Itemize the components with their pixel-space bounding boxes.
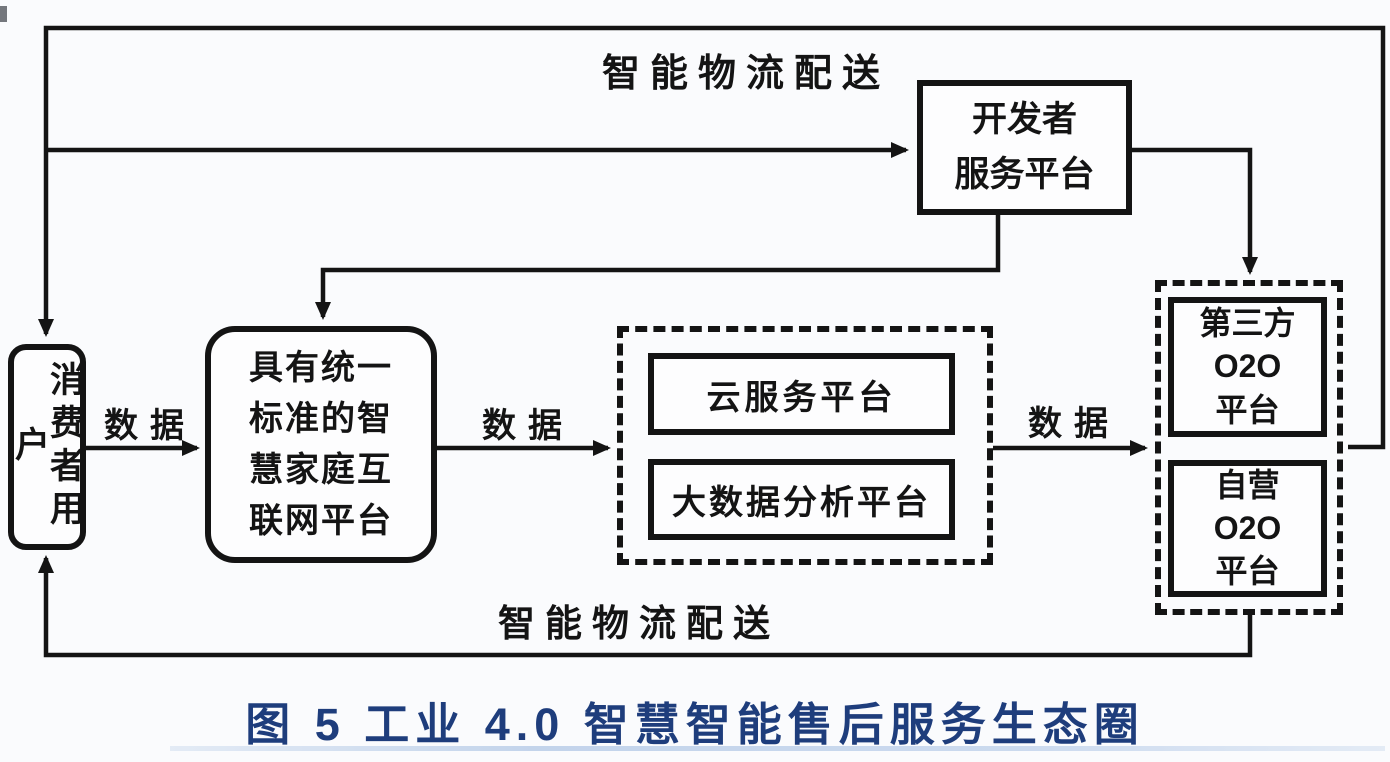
- group-cloud-bigdata: [617, 326, 993, 565]
- data-label-consumer: 数据: [104, 407, 196, 445]
- node-developer-service-platform[interactable]: 开发者 服务平台: [917, 80, 1132, 215]
- top-logistics-label: 智能物流配送: [602, 53, 891, 95]
- figure-caption: 图 5 工业 4.0 智慧智能售后服务生态圈: [245, 699, 1145, 750]
- edge-developer-to-home-platform: [315, 213, 1001, 320]
- node-consumer-users[interactable]: 消费者用户: [8, 344, 86, 550]
- node-smart-home-platform[interactable]: 具有统一 标准的智 慧家庭互 联网平台: [205, 326, 437, 563]
- data-label-cloud: 数据: [1028, 405, 1120, 443]
- edge-developer-to-o2o: [1132, 147, 1258, 275]
- bottom-logistics-label: 智能物流配送: [498, 603, 780, 644]
- edge-o2o-to-consumer-bottom: [38, 555, 1253, 658]
- node-third-party-o2o[interactable]: 第三方 O2O 平台: [1168, 297, 1327, 437]
- data-label-home: 数据: [482, 407, 574, 445]
- node-cloud-service-platform[interactable]: 云服务平台: [648, 353, 955, 435]
- scan-artifact: [0, 6, 7, 22]
- group-o2o-platforms: [1155, 280, 1343, 615]
- node-self-operated-o2o[interactable]: 自营 O2O 平台: [1168, 460, 1327, 597]
- node-big-data-platform[interactable]: 大数据分析平台: [648, 459, 955, 540]
- edge-o2o-to-consumer-top: [38, 25, 1386, 450]
- page-bleed-artifact: [170, 746, 1385, 751]
